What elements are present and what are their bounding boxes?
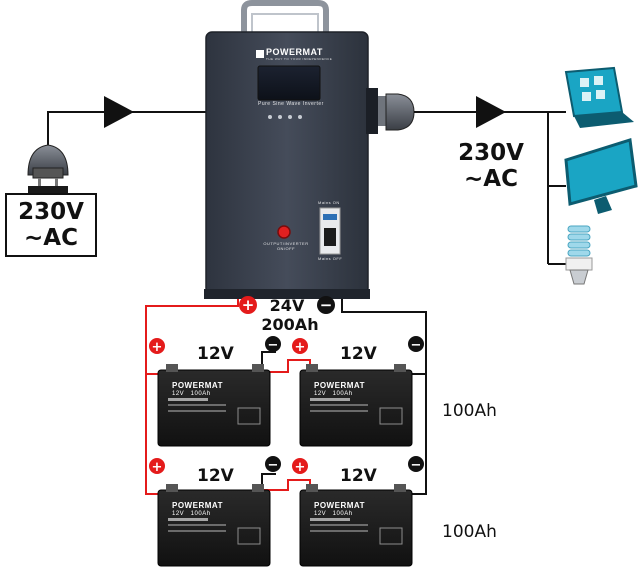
- battery-icon: [157, 484, 271, 567]
- svg-text:+: +: [295, 460, 306, 475]
- battery-icon: [299, 484, 413, 567]
- battery-spec: 12V 100Ah: [314, 391, 353, 397]
- battery-icon: [157, 364, 271, 447]
- inverter-display: [257, 65, 321, 101]
- battery-spec: 12V 100Ah: [314, 511, 353, 517]
- arrow-right-icon: [476, 96, 506, 128]
- inverter-tagline: THE WAY TO YOUR INDEPENDENCE: [266, 57, 333, 61]
- battery-positive-badge: + + + +: [149, 338, 308, 475]
- arrow-right-icon: [104, 96, 134, 128]
- source-type-label: ~AC: [24, 225, 78, 251]
- svg-text:−: −: [268, 338, 279, 353]
- inverter-mains-off-label: Mains OFF: [318, 256, 343, 261]
- inverter-brand: POWERMAT: [266, 47, 323, 57]
- input-wire: [47, 111, 206, 150]
- svg-text:−: −: [411, 338, 422, 353]
- bank-voltage-label: 24V: [269, 296, 305, 315]
- laptop-icon: [564, 66, 634, 128]
- bank-positive-badge: +: [239, 296, 257, 314]
- plug-icon: [27, 144, 69, 194]
- inverter-indicator-leds: [268, 115, 302, 119]
- inverter-model-label: Pure Sine Wave Inverter: [258, 101, 324, 107]
- source-voltage-label: 230V: [18, 199, 84, 225]
- inverter-mains-on-label: Mains ON: [318, 200, 340, 205]
- battery-spec: 12V 100Ah: [172, 511, 211, 517]
- inverter-logo: [256, 50, 264, 58]
- battery-voltage-label: 12V: [197, 344, 234, 364]
- row-capacity-label: 100Ah: [442, 401, 497, 421]
- battery-brand: POWERMAT: [172, 501, 223, 510]
- output-type-label: ~AC: [464, 166, 518, 192]
- battery-voltage-label: 12V: [340, 466, 377, 486]
- output-plug-icon: [385, 93, 415, 131]
- bank-negative-badge: −: [317, 296, 335, 314]
- svg-text:−: −: [411, 458, 422, 473]
- output-voltage-label: 230V: [458, 140, 524, 166]
- battery-negative-badge: − − − −: [265, 336, 424, 473]
- svg-text:−: −: [268, 458, 279, 473]
- battery-brand: POWERMAT: [314, 381, 365, 390]
- output-socket: [366, 88, 388, 134]
- battery-brand: POWERMAT: [314, 501, 365, 510]
- source-label-box: 230V ~AC: [5, 193, 97, 257]
- power-button[interactable]: [277, 225, 291, 239]
- battery-voltage-label: 12V: [197, 466, 234, 486]
- battery-icon: [299, 364, 413, 447]
- svg-text:+: +: [152, 460, 163, 475]
- bulb-icon: [565, 225, 593, 285]
- svg-text:+: +: [152, 340, 163, 355]
- inverter-handle: [241, 0, 329, 34]
- monitor-icon: [564, 138, 638, 214]
- svg-text:−: −: [320, 296, 333, 314]
- svg-text:+: +: [295, 340, 306, 355]
- battery-brand: POWERMAT: [172, 381, 223, 390]
- bank-capacity-label: 200Ah: [261, 315, 319, 334]
- battery-voltage-label: 12V: [340, 344, 377, 364]
- battery-spec: 12V 100Ah: [172, 391, 211, 397]
- svg-text:+: +: [242, 296, 255, 314]
- row-capacity-label: 100Ah: [442, 522, 497, 542]
- mains-breaker[interactable]: [319, 207, 341, 255]
- inverter-power-switch-label: OUTPUT/INVERTER ON/OFF: [263, 241, 309, 251]
